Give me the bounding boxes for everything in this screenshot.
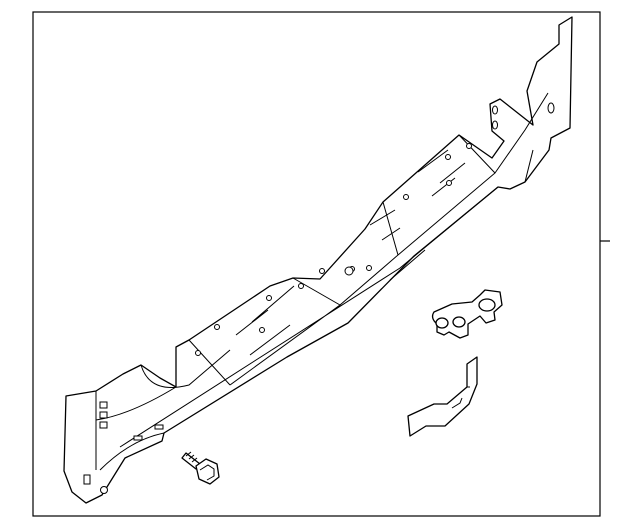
bolt xyxy=(181,451,220,485)
clip-nut xyxy=(431,289,503,339)
bracket xyxy=(407,356,478,437)
rail-panel xyxy=(63,16,573,504)
